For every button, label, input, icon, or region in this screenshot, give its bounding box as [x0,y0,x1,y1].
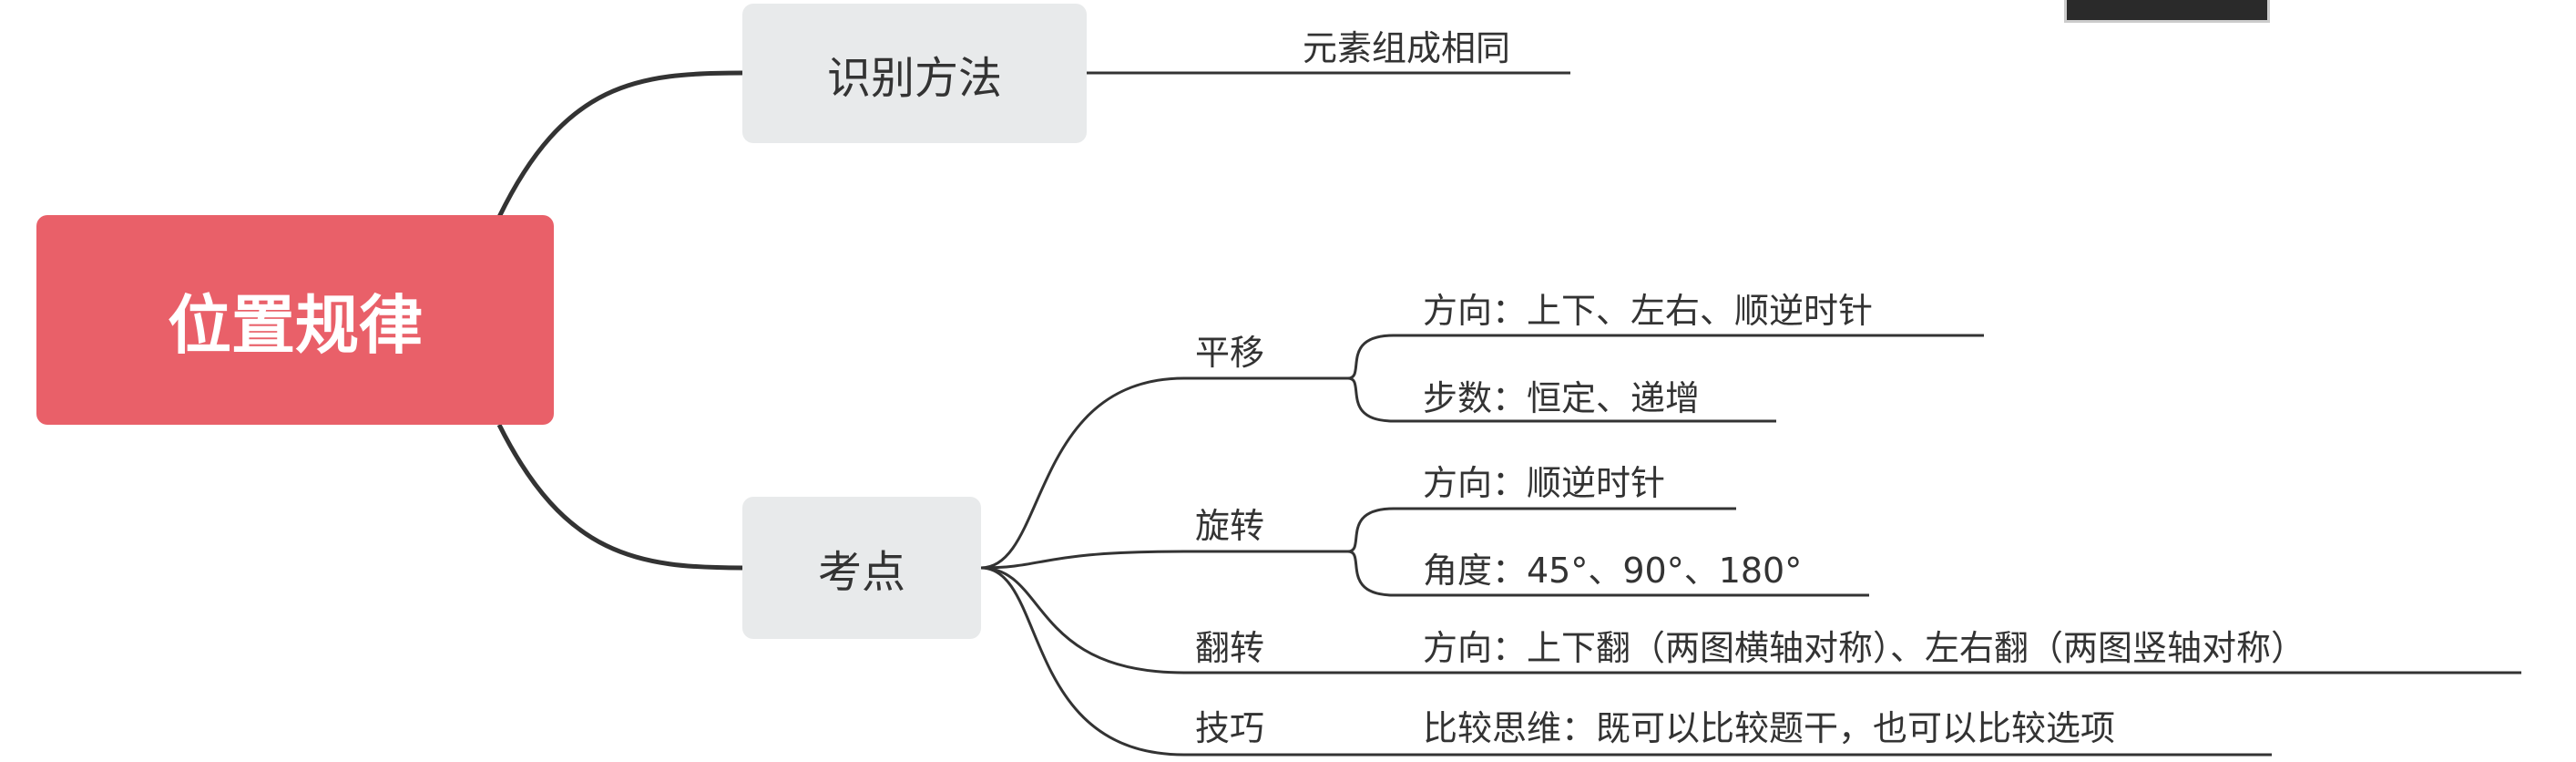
sub-branch-flip: 翻转 [1195,628,1265,668]
connector-root-exam [496,423,743,571]
connector-exam-translate [980,376,1348,570]
sub-branch-rotate: 旋转 [1195,506,1265,546]
branch-label: 考点 [817,547,905,598]
connector-translate-steps [1347,376,1776,423]
branch-node-exam-points: 考点 [742,497,981,639]
root-node: 位置规律 [36,215,554,425]
connector-exam-flip [980,566,2521,674]
sub-branch-tip: 技巧 [1195,708,1265,748]
leaf-same-elements: 元素组成相同 [1303,28,1511,68]
connector-translate-direction [1347,334,1984,380]
connector-exam-tip [980,566,2272,757]
leaf-translate-steps: 步数：恒定、递增 [1423,378,1701,418]
partial-image-fragment [2064,0,2270,23]
leaf-rotate-angle: 角度：45°、90°、180° [1423,551,1803,591]
connector-rotate-direction [1347,507,1736,553]
connector-rotate-angle [1347,550,1869,597]
branch-node-identify-method: 识别方法 [742,4,1087,143]
root-label: 位置规律 [168,287,423,363]
connector-root-method [496,70,743,219]
leaf-rotate-direction: 方向：顺逆时针 [1423,463,1666,503]
leaf-translate-direction: 方向：上下、左右、顺逆时针 [1423,291,1874,331]
connector-exam-rotate [980,550,1348,570]
leaf-flip-direction: 方向：上下翻（两图横轴对称）、左右翻（两图竖轴对称） [1423,628,2306,668]
leaf-comparison-thinking: 比较思维：既可以比较题干，也可以比较选项 [1423,708,2116,748]
branch-label: 识别方法 [826,52,1002,104]
sub-branch-translate: 平移 [1195,333,1265,373]
